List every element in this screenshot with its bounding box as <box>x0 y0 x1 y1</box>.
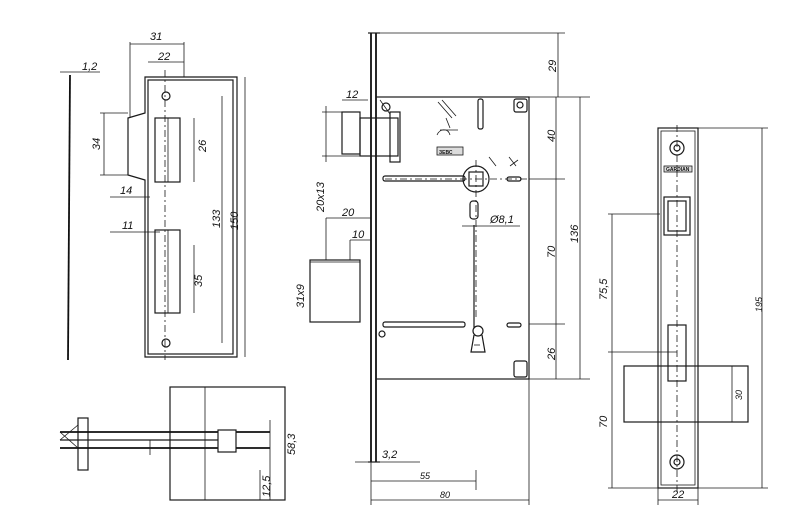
dim-133: 133 <box>211 209 223 228</box>
dim-80: 80 <box>440 490 450 500</box>
front-plate-view: GARDIAN 75,5 70 195 30 22 <box>598 125 768 505</box>
dim-40: 40 <box>546 129 558 142</box>
body-marking: ЗЕВС <box>439 150 453 156</box>
keyhole <box>472 325 484 337</box>
dim-20x13: 20x13 <box>315 181 327 213</box>
plate-profile-line <box>67 74 71 361</box>
front-plate-outline <box>657 127 699 489</box>
dim-12: 12 <box>346 89 358 101</box>
dead-bolt <box>309 259 361 323</box>
screw-hole-bottom <box>161 338 171 348</box>
dim-26: 26 <box>197 139 209 153</box>
dim-3-2: 3,2 <box>382 449 397 461</box>
dim-195: 195 <box>754 296 764 312</box>
lock-body-view: ЗЕВС 29 40 70 26 136 12 20x13 20 <box>295 32 590 505</box>
strike-plate-outline <box>127 76 238 358</box>
dim-70-front: 70 <box>598 415 610 428</box>
dim-12-5: 12,5 <box>261 475 273 497</box>
dim-dia-8-1: Ø8,1 <box>489 214 514 226</box>
screw-hole-top <box>161 91 171 101</box>
dim-width-22: 22 <box>157 51 170 63</box>
strike-plate-view: 1,2 31 22 34 14 11 26 35 <box>60 31 246 361</box>
dim-thickness: 1,2 <box>82 61 97 73</box>
dim-width-31: 31 <box>150 31 162 43</box>
dim-10: 10 <box>352 229 365 241</box>
dim-20: 20 <box>341 207 355 219</box>
latch-window <box>154 117 181 183</box>
dim-136: 136 <box>569 224 581 243</box>
dim-150: 150 <box>229 211 241 230</box>
side-section-view: 58,3 12,5 <box>59 386 298 501</box>
dim-70: 70 <box>546 245 558 258</box>
lock-body-outline <box>375 96 530 380</box>
faceplate-section <box>77 417 89 471</box>
dim-30: 30 <box>734 390 744 400</box>
dim-14: 14 <box>120 185 132 197</box>
dim-31x9: 31x9 <box>295 284 307 308</box>
dim-55: 55 <box>420 471 431 481</box>
dim-75-5: 75,5 <box>598 278 610 300</box>
bolt-window <box>154 229 181 314</box>
dim-26b: 26 <box>546 347 558 361</box>
dim-22-front: 22 <box>671 489 684 501</box>
front-logo: GARDIAN <box>666 167 690 173</box>
dim-11: 11 <box>122 220 133 232</box>
latch-bolt <box>341 111 361 155</box>
dim-29: 29 <box>547 60 559 73</box>
dim-34: 34 <box>91 138 103 150</box>
dim-58-3: 58,3 <box>286 433 298 455</box>
dim-35: 35 <box>193 274 205 287</box>
latch-head-section <box>217 429 237 453</box>
